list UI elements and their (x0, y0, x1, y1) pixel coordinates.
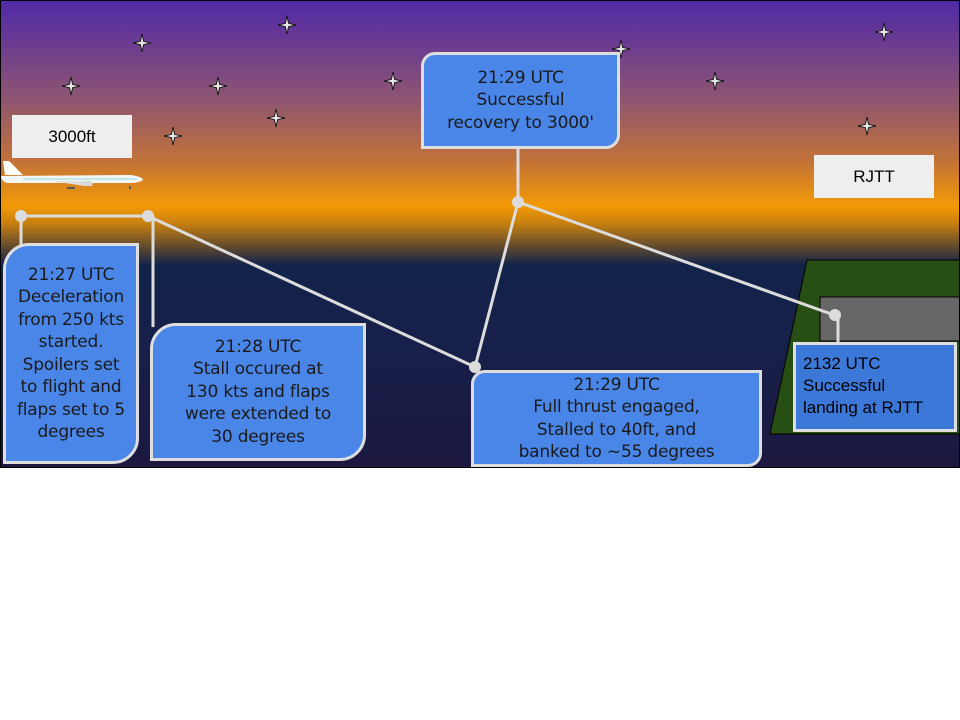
event-text: Stalled to 40ft, and (536, 419, 697, 440)
star-icon (383, 71, 403, 91)
event-text: to flight and (20, 377, 122, 397)
star-icon (874, 22, 894, 42)
event-callout-landing: 2132 UTC Successful landing at RJTT (793, 342, 957, 432)
event-time: 21:27 UTC (27, 264, 115, 285)
event-text: Stall occured at (193, 359, 323, 380)
event-time: 21:29 UTC (477, 67, 564, 88)
star-icon (266, 108, 286, 128)
timeline-node (829, 309, 841, 321)
event-text: started. (38, 332, 104, 352)
event-text: recovery to 3000' (447, 112, 594, 133)
flight-timeline-scene: 3000ft RJTT 21:27 UTC Deceleration from … (0, 0, 960, 468)
altitude-label: 3000ft (12, 115, 132, 158)
timeline-connectors (15, 147, 841, 373)
event-callout-deceleration: 21:27 UTC Deceleration from 250 kts star… (3, 243, 139, 464)
connector-segment (147, 214, 476, 369)
event-text: flaps set to 5 (16, 399, 126, 420)
event-text: banked to ~55 degrees (518, 442, 715, 462)
event-text: Deceleration (17, 287, 125, 307)
event-text: Successful (476, 90, 565, 111)
star-icon (611, 39, 631, 59)
event-time: 2132 UTC (803, 354, 881, 373)
timeline-node (469, 361, 481, 373)
star-icon (857, 116, 877, 136)
event-text: degrees (37, 422, 105, 442)
event-text: Successful (803, 376, 886, 395)
timeline-node (142, 210, 154, 222)
event-text: Spoilers set (22, 354, 120, 375)
star-icon (163, 126, 183, 146)
star-icon (61, 76, 81, 96)
event-text: 30 degrees (211, 426, 305, 447)
star-icon (132, 33, 152, 53)
event-callout-full-thrust: 21:29 UTC Full thrust engaged, Stalled t… (471, 370, 762, 467)
airport-label: RJTT (814, 155, 934, 198)
event-time: 21:29 UTC (573, 374, 660, 395)
event-text: Full thrust engaged, (533, 397, 700, 417)
connector-segment (517, 200, 835, 317)
star-icon (208, 76, 228, 96)
star-icon (277, 15, 297, 35)
star-icon (705, 71, 725, 91)
event-time: 21:28 UTC (214, 336, 302, 357)
timeline-node (512, 196, 524, 208)
timeline-node (15, 210, 27, 222)
event-callout-recovery: 21:29 UTC Successful recovery to 3000' (421, 52, 620, 149)
event-text: 130 kts and flaps (186, 381, 330, 402)
event-callout-stall: 21:28 UTC Stall occured at 130 kts and f… (150, 323, 366, 461)
event-text: landing at RJTT (803, 398, 923, 417)
airplane-icon (1, 161, 143, 189)
connector-segment (473, 201, 520, 368)
event-text: were extended to (184, 404, 332, 425)
runway (819, 296, 959, 342)
event-text: from 250 kts (18, 309, 124, 330)
